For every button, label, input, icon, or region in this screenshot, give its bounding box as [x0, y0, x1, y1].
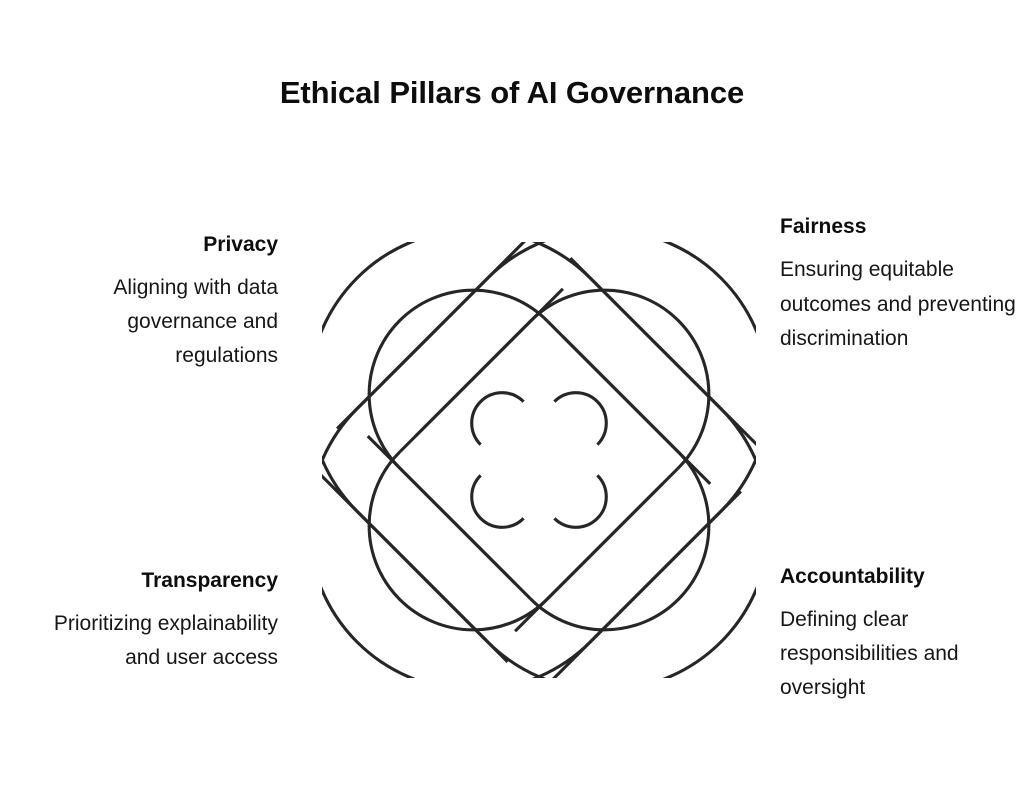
knot-segment-1-2	[369, 290, 547, 468]
pillar-fairness: Fairness Ensuring equitable outcomes and…	[780, 214, 1024, 357]
knot-segment-3-2	[530, 451, 708, 629]
knot-loop-3	[322, 258, 756, 678]
pillar-privacy: Privacy Aligning with data governance an…	[28, 232, 278, 373]
knot-segment-4-7	[472, 475, 524, 527]
knot-segment-2-7	[554, 393, 606, 445]
knot-segment-1-7	[472, 393, 524, 445]
knot-segment-3-3	[570, 258, 720, 408]
knot-segment-2-1	[487, 242, 756, 512]
knot-segment-4-5	[357, 242, 555, 408]
pillar-accountability-heading: Accountability	[780, 565, 925, 588]
knot-segment-3-6	[368, 436, 531, 599]
knot-loop-4	[322, 242, 741, 678]
pillar-transparency-body: Prioritizing explainability and user acc…	[53, 612, 278, 670]
knot-segment-3-1	[487, 408, 756, 678]
celtic-knot-graphic	[322, 242, 756, 678]
pillar-fairness-body: Ensuring equitable outcomes and preventi…	[780, 258, 1016, 351]
knot-segment-1-1	[322, 242, 591, 512]
knot-segment-4-4	[548, 484, 663, 599]
page-title: Ethical Pillars of AI Governance	[279, 75, 745, 110]
pillar-accountability-body: Defining clear responsibilities and over…	[780, 608, 959, 700]
pillar-transparency-heading: Transparency	[141, 569, 278, 592]
knot-segment-4-1	[322, 408, 591, 678]
knot-segment-2-2	[530, 290, 708, 468]
pillar-accountability: Accountability Defining clear responsibi…	[780, 564, 1024, 705]
knot-segment-4-6	[400, 289, 563, 452]
knot-segment-4-2	[369, 451, 547, 629]
knot-segment-3-7	[554, 475, 606, 527]
knot-segment-3-4	[563, 336, 678, 451]
knot-segment-3-5	[322, 444, 487, 642]
celtic-knot-icon	[322, 242, 756, 678]
pillar-privacy-heading: Privacy	[203, 233, 278, 256]
pillar-privacy-body: Aligning with data governance and regula…	[113, 276, 278, 368]
pillar-transparency: Transparency Prioritizing explainability…	[28, 568, 278, 675]
knot-band-group	[322, 242, 756, 678]
pillar-fairness-heading: Fairness	[780, 215, 867, 238]
knot-segment-4-3	[591, 491, 741, 641]
